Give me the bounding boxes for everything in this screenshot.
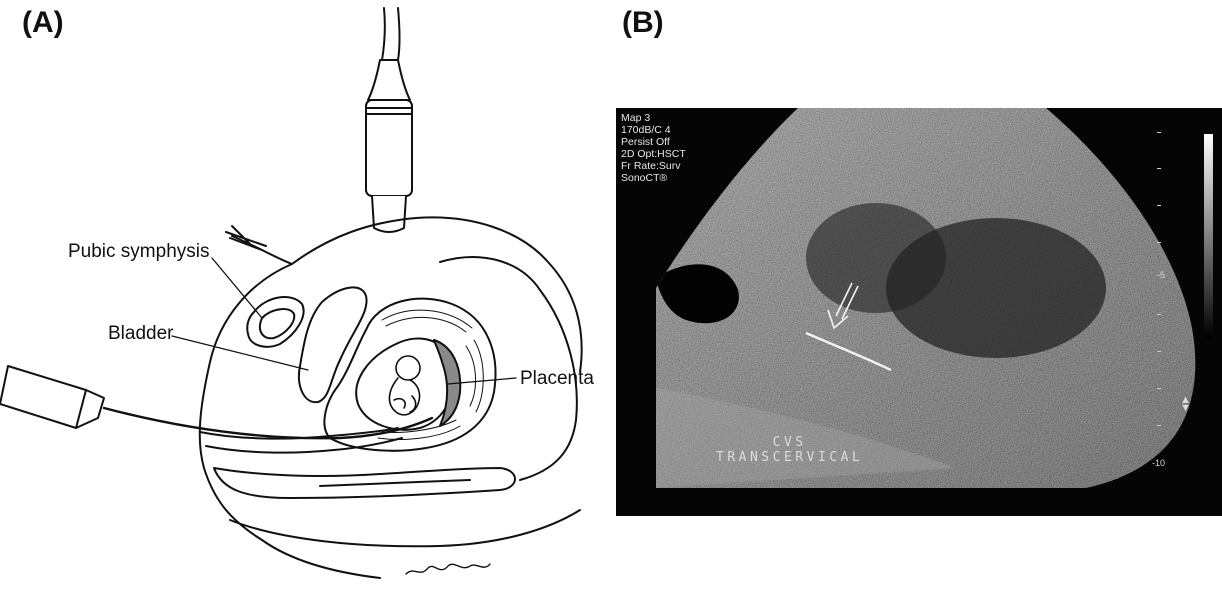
depth-tick [1157, 388, 1161, 389]
pubic-hair [226, 226, 266, 250]
rectum-outline [214, 468, 515, 498]
caption-cvs: CVS [716, 435, 863, 450]
grayscale-bar [1204, 134, 1213, 338]
setting-2d-opt: 2D Opt:HSCT [621, 148, 686, 160]
ultrasound-sector [616, 108, 1222, 516]
cvs-anatomical-illustration [0, 0, 612, 590]
leader-bladder [172, 336, 308, 370]
ultrasound-settings-overlay: Map 3 170dB/C 4 Persist Off 2D Opt:HSCT … [621, 112, 686, 184]
setting-sonoct: SonoCT® [621, 172, 686, 184]
depth-tick [1157, 132, 1161, 133]
depth-label-10: -10 [1152, 458, 1165, 468]
pubic-symphysis-bone [247, 297, 303, 347]
depth-tick [1157, 168, 1161, 169]
setting-map: Map 3 [621, 112, 686, 124]
label-placenta: Placenta [520, 368, 594, 390]
depth-tick [1157, 425, 1161, 426]
transducer-cable [382, 8, 400, 60]
syringe-icon [0, 366, 104, 428]
panel-label-b: (B) [622, 6, 664, 40]
depth-tick [1157, 205, 1161, 206]
caption-transcervical: TRANSCERVICAL [716, 450, 863, 465]
ultrasound-image: Map 3 170dB/C 4 Persist Off 2D Opt:HSCT … [616, 108, 1222, 516]
setting-dynamic-range: 170dB/C 4 [621, 124, 686, 136]
label-pubic-symphysis: Pubic symphysis [68, 241, 210, 263]
label-bladder: Bladder [108, 323, 174, 345]
artist-signature [406, 564, 490, 574]
depth-tick [1157, 242, 1161, 243]
double-arrow-icon: ▲▼ [1180, 396, 1191, 412]
depth-tick [1157, 351, 1161, 352]
setting-persist: Persist Off [621, 136, 686, 148]
ultrasound-caption: CVS TRANSCERVICAL [716, 435, 863, 465]
lower-body-contour [230, 510, 580, 578]
ultrasound-transducer-icon [366, 60, 412, 232]
depth-tick [1157, 314, 1161, 315]
depth-label-5: -5 [1157, 270, 1165, 280]
setting-frame-rate: Fr Rate:Surv [621, 160, 686, 172]
